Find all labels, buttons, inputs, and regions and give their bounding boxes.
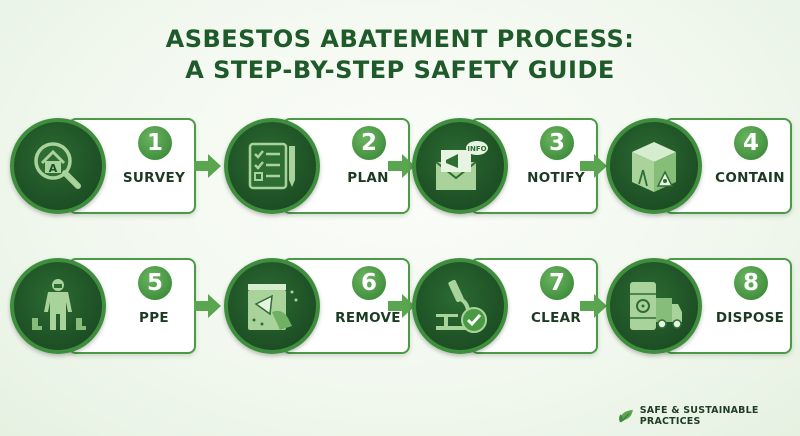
step-icon-circle [412, 258, 508, 354]
step-icon-circle: A [10, 118, 106, 214]
arrow-right-icon [388, 294, 415, 318]
step-label: DISPOSE [715, 310, 785, 326]
step-number-badge: 5 [138, 266, 172, 300]
step-6-remove: 6 REMOVE [224, 256, 424, 356]
step-number-badge: 8 [734, 266, 768, 300]
step-number-badge: 6 [352, 266, 386, 300]
step-icon-circle: INFO [412, 118, 508, 214]
arrow-right-icon [388, 154, 415, 178]
step-icon-circle [224, 118, 320, 214]
hazmat-suit-icon [32, 279, 86, 330]
step-label: REMOVE [335, 310, 401, 326]
bagged-debris-icon [248, 284, 298, 330]
step-number-badge: 4 [734, 126, 768, 160]
step-4-contain: 4 CONTAIN [606, 116, 800, 216]
step-label: CLEAR [530, 310, 582, 326]
step-number-badge: 2 [352, 126, 386, 160]
step-8-dispose: 8 DISPOSE [606, 256, 800, 356]
step-icon-circle [606, 118, 702, 214]
arrow-right-icon [580, 294, 607, 318]
arrow-right-icon [580, 154, 607, 178]
step-label: NOTIFY [527, 170, 585, 186]
arrow-right-icon [194, 154, 221, 178]
svg-text:INFO: INFO [467, 145, 486, 153]
house-magnifier-icon: A [34, 142, 81, 189]
step-icon-circle [10, 258, 106, 354]
title-line-2: A STEP-BY-STEP SAFETY GUIDE [185, 56, 615, 84]
step-label: PPE [139, 310, 169, 326]
containment-tent-icon [632, 142, 676, 192]
title-line-1: ASBESTOS ABATEMENT PROCESS: [165, 25, 635, 53]
leaf-icon [619, 409, 633, 423]
step-label: CONTAIN [715, 170, 785, 186]
envelope-megaphone-icon: INFO [435, 141, 488, 190]
step-label: PLAN [347, 170, 389, 186]
step-label: SURVEY [122, 170, 186, 186]
footer-text: SAFE & SUSTAINABLE PRACTICES [639, 405, 759, 427]
step-icon-circle [224, 258, 320, 354]
microscope-check-icon [436, 279, 487, 333]
step-number-badge: 1 [138, 126, 172, 160]
step-number-badge: 7 [540, 266, 574, 300]
page-title: ASBESTOS ABATEMENT PROCESS: A STEP-BY-ST… [0, 24, 800, 86]
step-icon-circle [606, 258, 702, 354]
step-5-ppe: 5 PPE [10, 256, 210, 356]
step-3-notify: INFO 3 NOTIFY [412, 116, 612, 216]
step-1-survey: A 1 SURVEY [10, 116, 210, 216]
svg-text:A: A [49, 162, 58, 175]
step-number-badge: 3 [540, 126, 574, 160]
footer-tagline: SAFE & SUSTAINABLE PRACTICES [618, 404, 800, 428]
arrow-right-icon [194, 294, 221, 318]
checklist-blueprint-icon [248, 142, 295, 190]
hazard-barrel-truck-icon [630, 282, 682, 330]
